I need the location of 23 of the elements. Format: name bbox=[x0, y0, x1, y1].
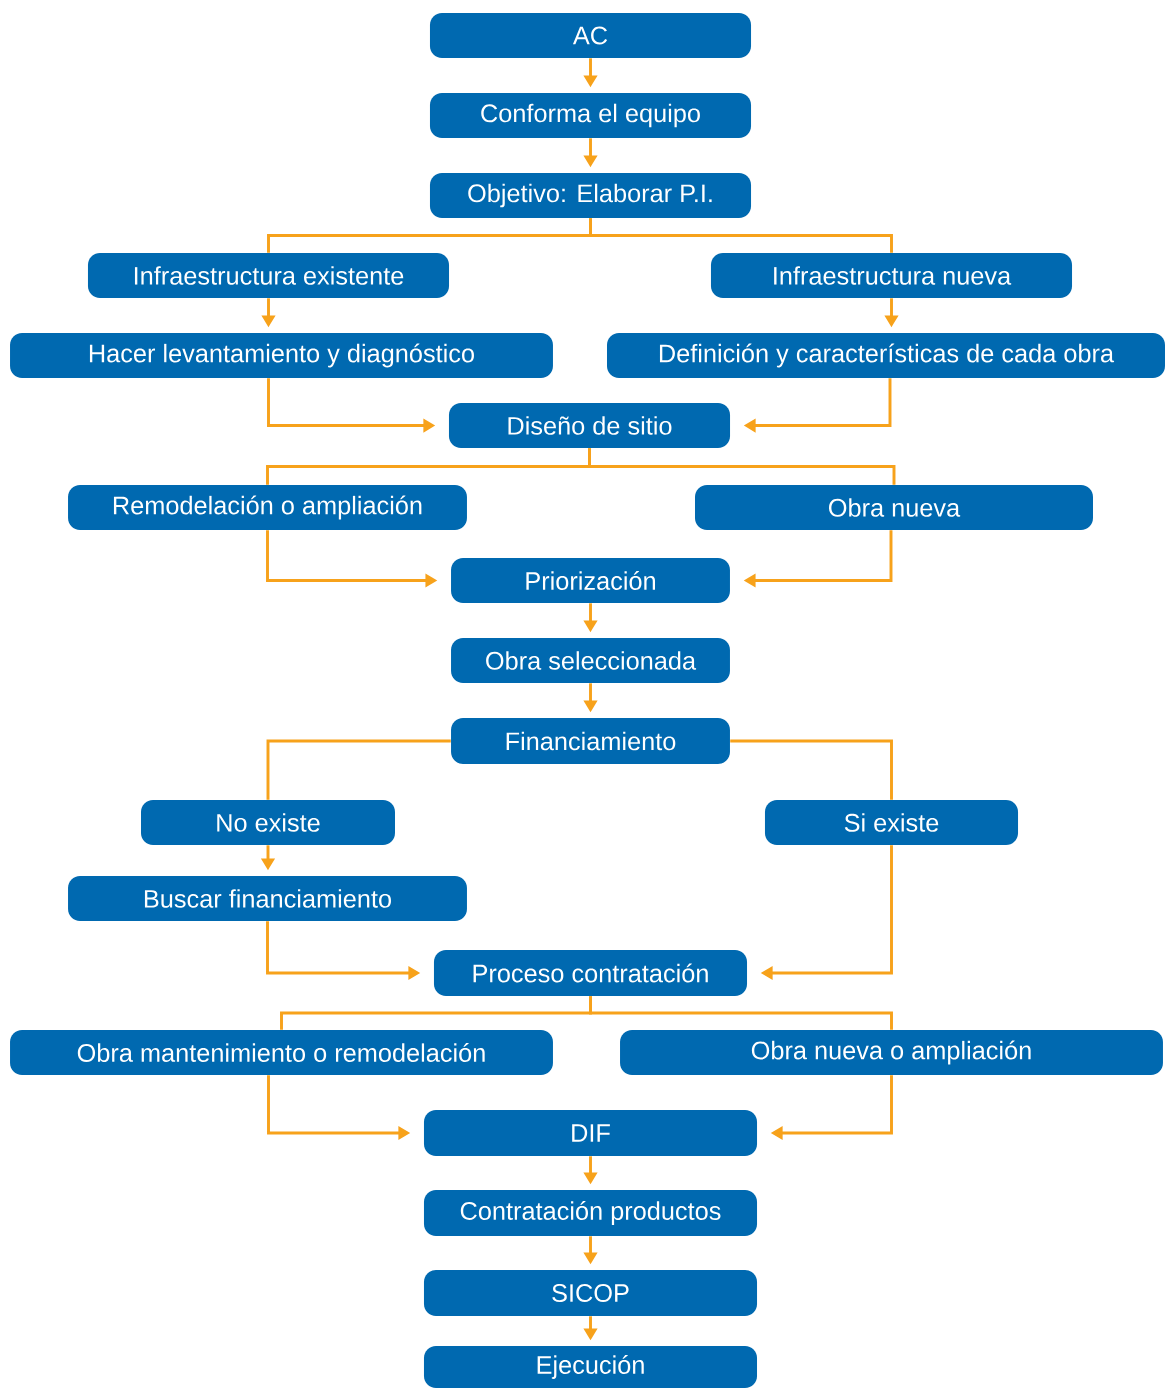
process-box: Conforma el equipo bbox=[429, 93, 752, 139]
process-box: DIF bbox=[423, 1110, 758, 1156]
process-box: Obra nueva bbox=[695, 484, 1093, 531]
process-box: SICOP bbox=[423, 1270, 758, 1316]
process-box: Buscar financiamiento bbox=[68, 876, 467, 922]
process-box: Obra nueva o ampliación bbox=[620, 1030, 1163, 1076]
process-box: Obra mantenimiento o remodelación bbox=[10, 1030, 553, 1076]
process-box: Obra seleccionada bbox=[451, 638, 730, 684]
process-box: Priorización bbox=[451, 558, 730, 604]
process-box: AC bbox=[429, 13, 752, 59]
process-box: Remodelación o ampliación bbox=[68, 484, 467, 531]
process-box: Objetivo: Elaborar P.I. bbox=[429, 172, 752, 219]
process-box: Infraestructura existente bbox=[87, 253, 450, 299]
process-box: Si existe bbox=[764, 800, 1019, 846]
process-box: Ejecución bbox=[423, 1346, 758, 1388]
process-box: Proceso contratación bbox=[433, 950, 748, 996]
process-box: Financiamiento bbox=[451, 718, 730, 764]
process-box: Definición y características de cada obra bbox=[607, 333, 1165, 379]
process-box: Infraestructura nueva bbox=[710, 253, 1073, 299]
process-box: Hacer levantamiento y diagnóstico bbox=[10, 333, 553, 379]
process-box: Diseño de sitio bbox=[448, 403, 731, 449]
process-box: Contratación productos bbox=[423, 1190, 758, 1236]
process-box: No existe bbox=[141, 800, 395, 846]
